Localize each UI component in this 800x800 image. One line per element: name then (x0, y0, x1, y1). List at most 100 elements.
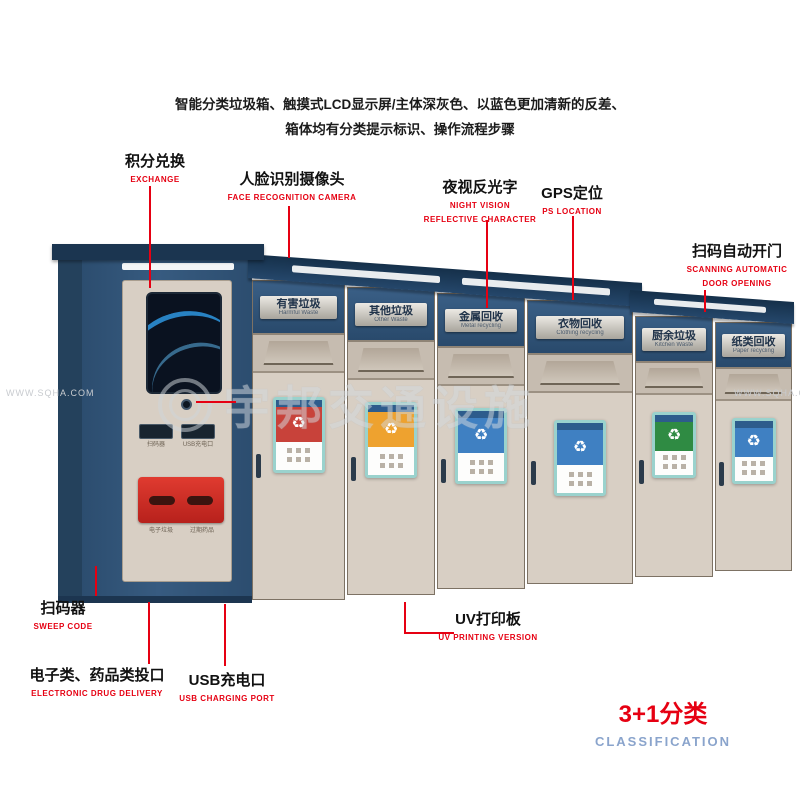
bin-nameplate: 纸类回收 Paper recycling (722, 333, 785, 357)
bin-deposit-flap (636, 361, 712, 393)
drug-slot-label: 过期药品 (189, 528, 214, 534)
callout-gps-zh: GPS定位 (541, 185, 603, 202)
callout-sweep-code-en: SWEEP CODE (33, 622, 93, 631)
bin-nameplate: 金属回收 Metal recycling (444, 308, 518, 332)
callout-classification: 3+1分类 CLASSIFICATION (594, 694, 732, 749)
callout-classification-en: CLASSIFICATION (594, 734, 732, 749)
bin-deposit-flap (716, 367, 791, 399)
recycle-icon: ♻ (572, 438, 588, 456)
bin-deposit-flap (438, 346, 524, 384)
sticker-icon-grid (557, 465, 603, 494)
flap-shape (724, 373, 783, 395)
icon-grid-dots (568, 471, 574, 477)
icon-grid-dots (287, 448, 292, 454)
leader-line-sweep-code (95, 566, 97, 596)
sticker-header (734, 420, 773, 428)
bin-door: ♻ (716, 399, 791, 570)
leader-line-face-camera (288, 206, 290, 258)
icon-grid-dots (379, 453, 385, 459)
callout-night-vision-en2: REFLECTIVE CHARACTER (423, 215, 537, 224)
callout-usb-zh: USB充电口 (188, 672, 266, 689)
bin-door: ♻ (348, 378, 434, 594)
watermark-logo-icon (158, 378, 212, 432)
sticker-header (368, 405, 414, 413)
sticker-icon-grid (734, 456, 773, 481)
electronic-slot-label: 电子垃圾 (148, 528, 173, 534)
sticker-header (655, 414, 693, 422)
bin-module-clothing: 衣物回收 Clothing recycling ♻ (527, 300, 633, 584)
bin-module-kitchen: 厨余垃圾 Kitchen Waste ♻ (635, 316, 713, 577)
bin-top-panel: 金属回收 Metal recycling (438, 294, 524, 346)
leader-line-uv-horizontal (404, 632, 454, 634)
callout-electronic-drug-zh: 电子类、药品类投口 (29, 667, 165, 684)
classification-sticker: ♻ (272, 396, 325, 473)
flap-shape (263, 340, 334, 366)
classification-sticker: ♻ (731, 417, 776, 484)
bin-name: 厨余垃圾 (651, 329, 696, 342)
watermark-text: 宇邦交通设施 (224, 382, 536, 434)
watermark-right: WWW.SQHA.COM (734, 388, 800, 398)
bin-deposit-flap (253, 333, 344, 371)
bin-name-en: Kitchen Waste (654, 341, 694, 348)
watermark-left: WWW.SQHA.COM (6, 388, 95, 398)
bin-module-paper: 纸类回收 Paper recycling ♻ (715, 322, 792, 571)
sticker-color-block: ♻ (557, 430, 603, 466)
bin-name-en: Clothing recycling (556, 329, 604, 336)
sticker-color-block: ♻ (458, 418, 504, 454)
callout-gps-en: PS LOCATION (542, 207, 602, 216)
left-cabinet-side-face (58, 258, 82, 600)
scanner-window-label: 扫码器 (146, 442, 165, 448)
bin-name: 金属回收 (458, 310, 503, 323)
sticker-header (458, 411, 504, 419)
bin-name-en: Other Waste (374, 316, 408, 323)
bin-name: 其他垃圾 (368, 304, 413, 317)
sticker-icon-grid (458, 453, 504, 482)
sticker-icon-grid (368, 447, 414, 476)
bin-top-panel: 厨余垃圾 Kitchen Waste (636, 317, 712, 361)
callout-usb: USB充电口 USB CHARGING PORT (179, 669, 275, 704)
callout-exchange-en: EXCHANGE (130, 175, 180, 184)
bin-module-metal: 金属回收 Metal recycling ♻ (437, 293, 525, 589)
bin-name-en: Paper recycling (732, 347, 775, 354)
description-line-1: 智能分类垃圾箱、触摸式LCD显示屏/主体深灰色、以蓝色更加清新的反差、 (175, 97, 625, 112)
callout-uv-en: UV PRINTING VERSION (438, 633, 538, 642)
leader-line-uv-vertical (404, 602, 406, 634)
left-cabinet-base (58, 596, 252, 603)
bin-door: ♻ (636, 393, 712, 576)
canopy-led-strip (292, 265, 440, 284)
recycle-icon: ♻ (746, 433, 761, 451)
bin-top-panel: 衣物回收 Clothing recycling (528, 301, 632, 353)
callout-night-vision-en1: NIGHT VISION (449, 201, 511, 210)
callout-night-vision: 夜视反光字 NIGHT VISION REFLECTIVE CHARACTER (424, 176, 537, 225)
callout-usb-en: USB CHARGING PORT (179, 694, 275, 703)
leader-line-night-vision (486, 220, 488, 308)
flap-shape (644, 367, 704, 389)
bin-nameplate: 衣物回收 Clothing recycling (536, 315, 624, 339)
callout-uv: UV打印板 UV PRINTING VERSION (438, 608, 537, 643)
sticker-icon-grid (275, 441, 322, 470)
bin-module-other: 其他垃圾 Other Waste ♻ (347, 287, 435, 595)
callout-face-camera-zh: 人脸识别摄像头 (239, 171, 345, 188)
left-cabinet-canopy (52, 244, 264, 260)
bin-nameplate: 其他垃圾 Other Waste (354, 302, 428, 326)
sticker-header (275, 399, 322, 407)
lcd-touch-screen (146, 292, 222, 394)
scanner-window (139, 424, 173, 439)
icon-grid-dots (742, 461, 747, 467)
bin-name: 衣物回收 (557, 317, 602, 330)
callout-scan-door-en2: DOOR OPENING (702, 279, 772, 288)
bin-name-en: Harmful Waste (278, 309, 319, 316)
bin-door: ♻ (438, 384, 524, 588)
callout-face-camera-en: FACE RECOGNITION CAMERA (227, 193, 357, 202)
product-description: 智能分类垃圾箱、触摸式LCD显示屏/主体深灰色、以蓝色更加清新的反差、 箱体均有… (0, 92, 800, 142)
callout-scan-door: 扫码自动开门 SCANNING AUTOMATIC DOOR OPENING (687, 240, 788, 289)
bin-deposit-flap (528, 353, 632, 391)
leader-line-scan-door (704, 290, 706, 312)
leader-tick-face-camera (196, 401, 236, 403)
flap-shape (447, 353, 515, 379)
sticker-color-block: ♻ (275, 406, 322, 442)
bin-name: 有害垃圾 (276, 297, 321, 310)
callout-electronic-drug: 电子类、药品类投口 ELECTRONIC DRUG DELIVERY (29, 664, 164, 699)
classification-sticker: ♻ (455, 408, 507, 485)
